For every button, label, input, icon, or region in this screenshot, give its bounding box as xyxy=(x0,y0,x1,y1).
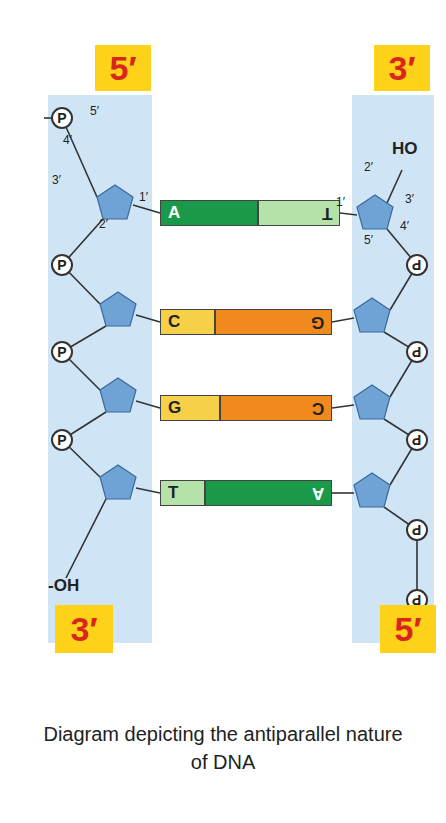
sugar-pentagons xyxy=(97,185,393,507)
phosphate-circle: P xyxy=(406,254,428,276)
node-text: P xyxy=(412,344,421,360)
node-text: G xyxy=(311,312,324,332)
node-text: G xyxy=(168,398,181,418)
carbon-label: 4′ xyxy=(400,219,409,233)
backbone-band xyxy=(352,95,434,643)
nucleotide-base: C xyxy=(220,395,332,421)
strand-end-label: 3′ xyxy=(374,45,430,91)
node-text: A xyxy=(312,483,324,503)
node-text: C xyxy=(168,312,180,332)
carbon-label: 5′ xyxy=(364,233,373,247)
carbon-label: 4′ xyxy=(63,133,72,147)
strand-end-label: 5′ xyxy=(95,45,151,91)
nucleotide-base: G xyxy=(160,395,220,421)
node-text: P xyxy=(412,522,421,538)
phosphate-circle: P xyxy=(406,429,428,451)
nucleotide-base: T xyxy=(160,480,205,506)
nucleotide-base: A xyxy=(160,200,258,226)
backbone-band xyxy=(48,95,152,643)
carbon-label: 1′ xyxy=(139,190,148,204)
phosphate-circle: P xyxy=(51,254,73,276)
strand-end-label: 3′ xyxy=(55,605,113,653)
node-text: T xyxy=(168,483,178,503)
carbon-label: 3′ xyxy=(52,173,61,187)
node-text: A xyxy=(168,203,180,223)
carbon-label: HO xyxy=(392,139,418,159)
node-text: 5′ xyxy=(394,610,421,649)
strand-end-label: 5′ xyxy=(380,605,436,653)
carbon-label: 2′ xyxy=(364,160,373,174)
node-text: P xyxy=(57,257,66,273)
node-text: 5′ xyxy=(109,49,136,88)
node-text: P xyxy=(412,432,421,448)
phosphate-circle: P xyxy=(51,107,73,129)
phosphate-circle: P xyxy=(51,429,73,451)
node-text: P xyxy=(57,432,66,448)
node-text: 3′ xyxy=(70,610,97,649)
backbone-lines xyxy=(44,118,417,600)
nucleotide-base: G xyxy=(215,309,332,335)
carbon-label: 1′ xyxy=(336,195,345,209)
phosphate-circle: P xyxy=(406,341,428,363)
phosphate-circle: P xyxy=(51,341,73,363)
nucleotide-base: C xyxy=(160,309,215,335)
phosphate-circle: P xyxy=(406,519,428,541)
carbon-label: 3′ xyxy=(405,192,414,206)
figure-caption: Diagram depicting the antiparallel natur… xyxy=(43,720,403,776)
node-text: C xyxy=(312,398,324,418)
carbon-label: 2′ xyxy=(99,217,108,231)
nucleotide-base: A xyxy=(205,480,332,506)
carbon-label: -OH xyxy=(48,576,79,596)
node-text: P xyxy=(412,257,421,273)
nucleotide-base: T xyxy=(258,200,340,226)
node-text: T xyxy=(322,203,332,223)
node-text: 3′ xyxy=(388,49,415,88)
node-text: P xyxy=(57,344,66,360)
node-text: P xyxy=(57,110,66,126)
carbon-label: 5′ xyxy=(90,104,99,118)
